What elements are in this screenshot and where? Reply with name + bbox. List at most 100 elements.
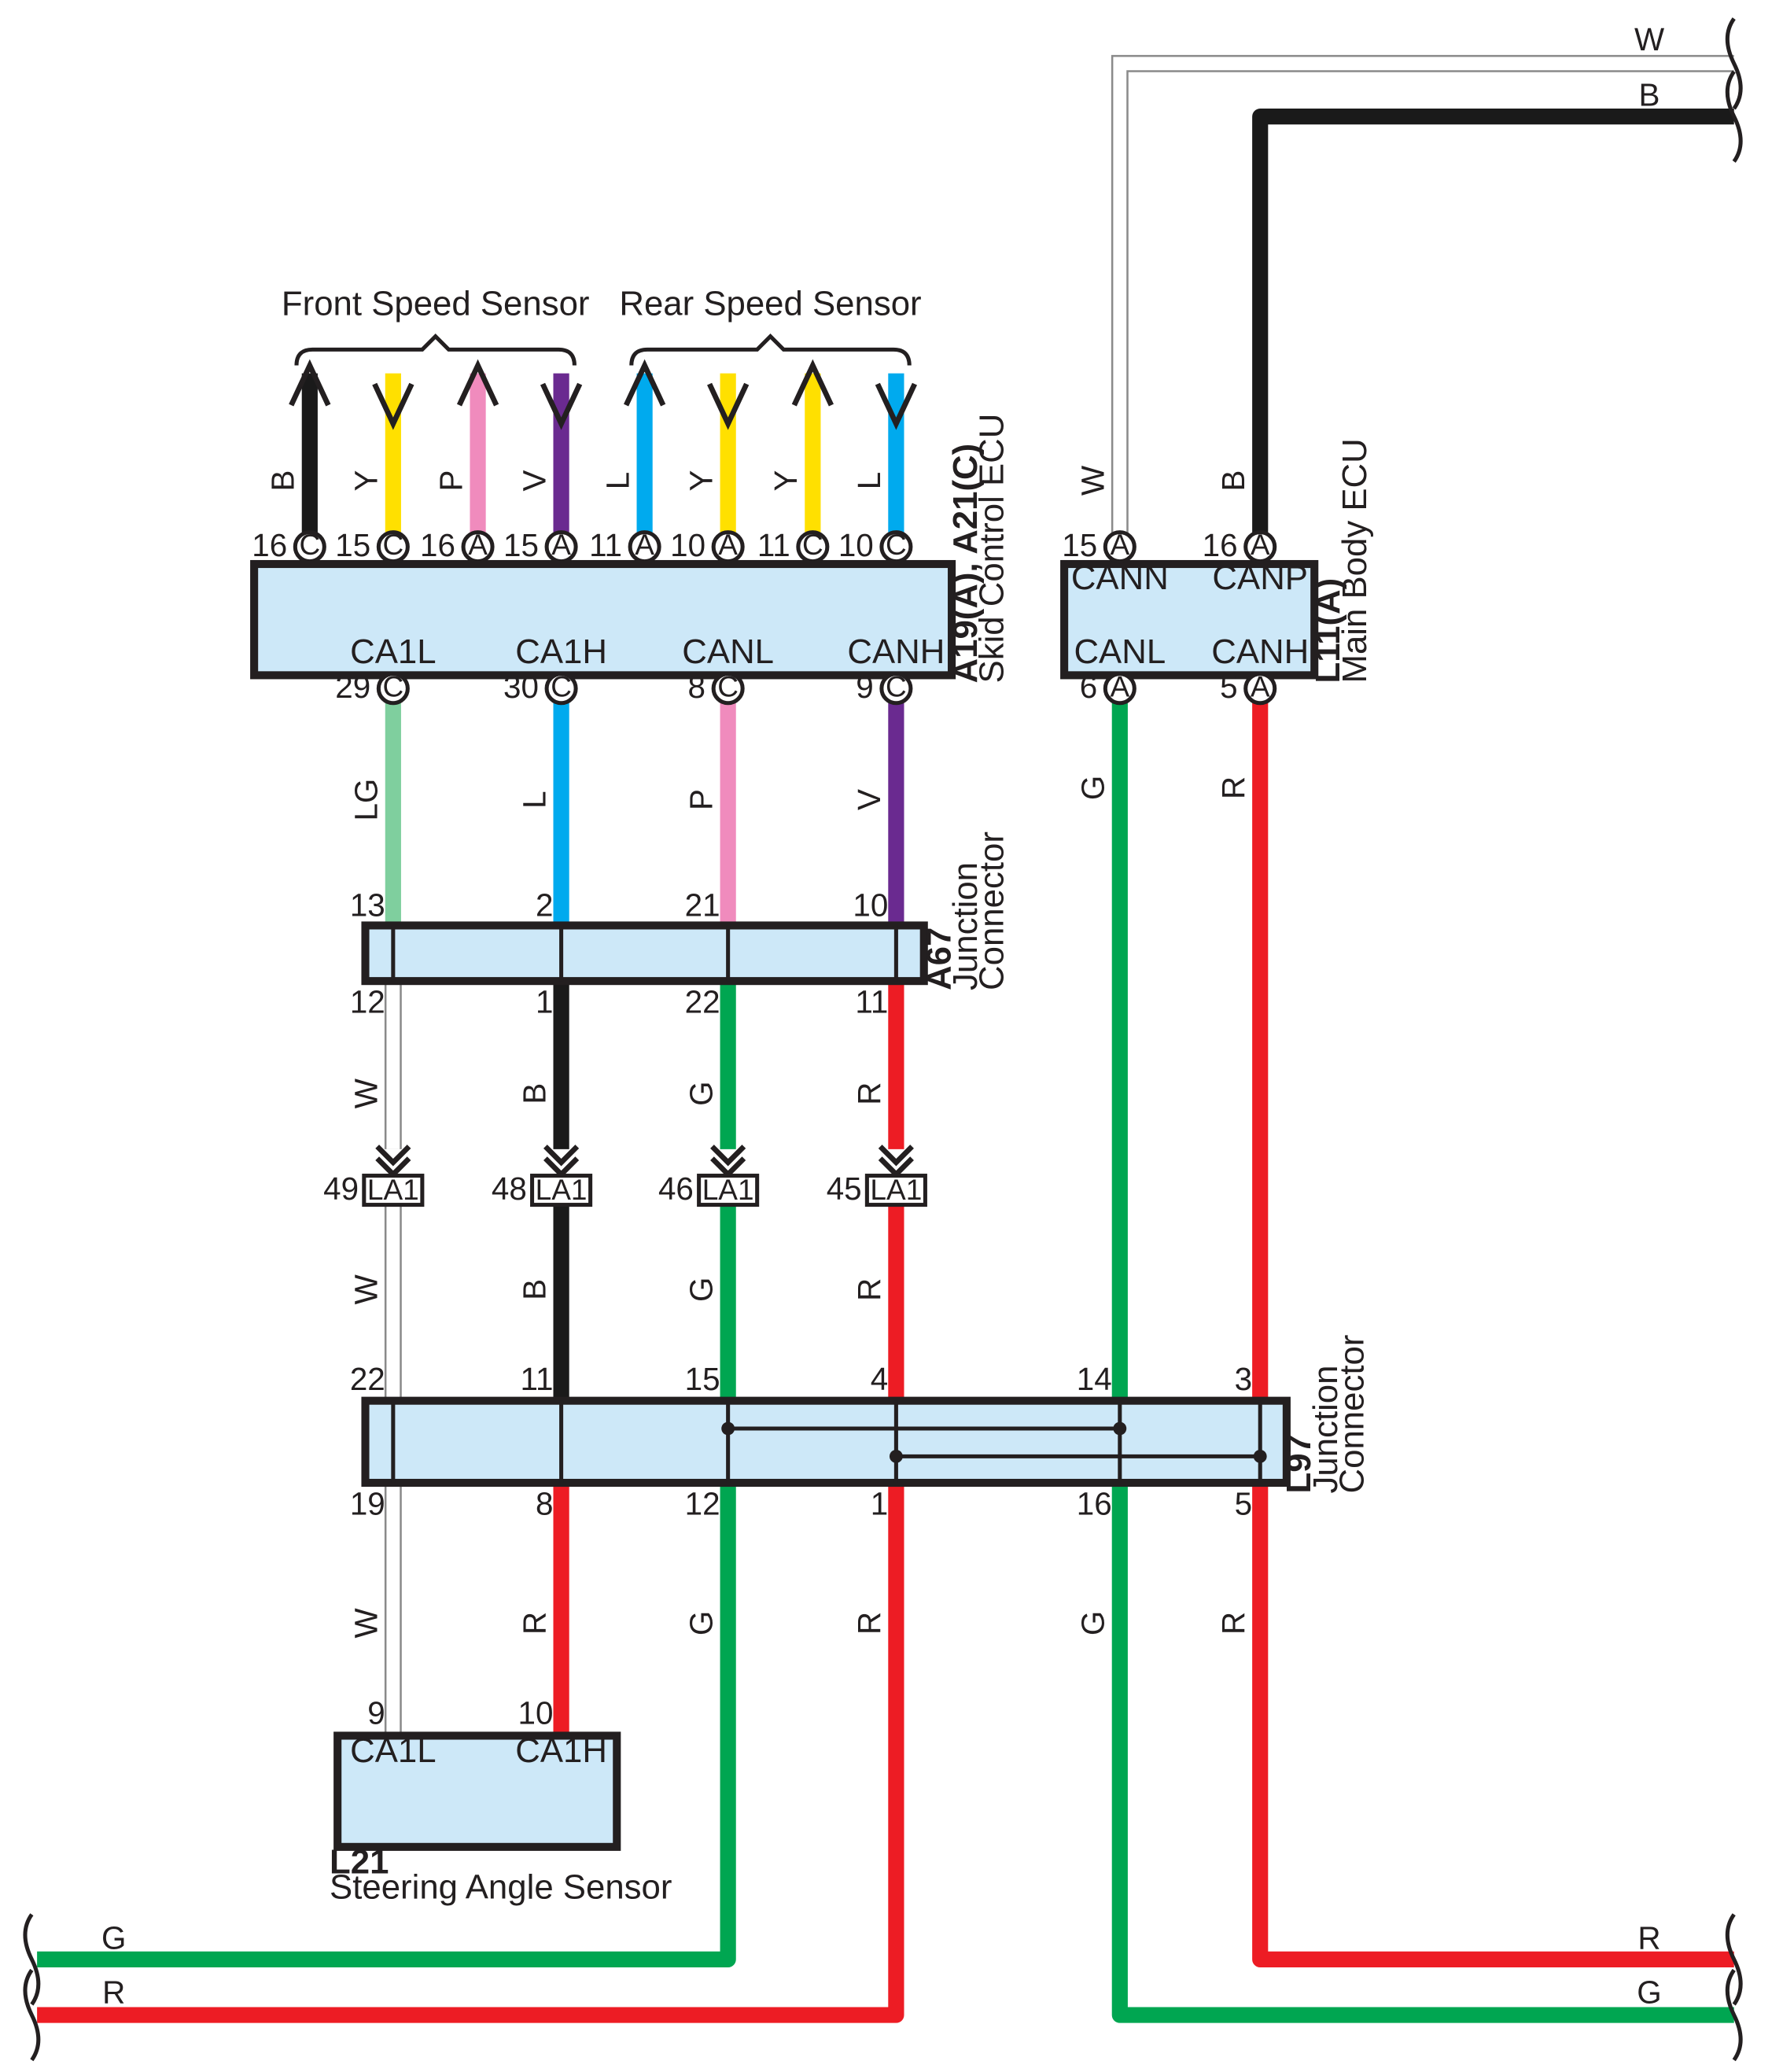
la1-pin-45: 45 xyxy=(827,1171,862,1207)
front-speed-sensor-label: Front Speed Sensor xyxy=(282,285,590,323)
la1-connector-45 xyxy=(864,1174,927,1207)
l21-code: L21 xyxy=(330,1842,389,1881)
offpage-squiggle-right-g xyxy=(1725,1968,1743,2062)
l97-out-wire-label-2: G xyxy=(683,1611,719,1635)
mbecu-top-pin-CANP-circle xyxy=(1243,530,1277,564)
l97-out-wire-label-0: W xyxy=(348,1608,385,1638)
la1-connector-46 xyxy=(697,1174,760,1207)
wire-label-RL−: Y xyxy=(683,470,719,491)
skid-top-pin-number-FL−: 15 xyxy=(335,527,370,563)
wire-label-FR+: P xyxy=(433,470,469,492)
a67-name-line1: Junction xyxy=(946,862,985,990)
offpage-label-left-r: R xyxy=(102,1974,125,2010)
mbecu-top-pin-CANN-circle xyxy=(1103,530,1136,564)
mbecu-canl-wire-w-outline xyxy=(1111,54,1734,534)
skid-bottom-pin-number-CA1H: 30 xyxy=(503,669,539,705)
mbecu-bottom-pin-number-CANL: 6 xyxy=(1080,669,1097,705)
l97-out-wire-16 xyxy=(1111,1485,1734,2023)
l21-steering-angle-sensor-box xyxy=(333,1731,621,1851)
skid-top-pin-RR−-letter: C xyxy=(886,528,907,561)
skid-control-ecu-name: Skid Control ECU xyxy=(973,414,1011,684)
arrow-down-FL− xyxy=(372,382,414,430)
a67-out-wire-label-2: G xyxy=(683,1082,719,1106)
arrow-down-RL− xyxy=(707,382,750,430)
main-body-ecu-name: Main Body ECU xyxy=(1335,438,1374,683)
offpage-label-top-b: B xyxy=(1639,77,1660,113)
mbecu-wire-label-w: W xyxy=(1075,466,1111,496)
mbecu-canp-wire-b xyxy=(1252,109,1734,534)
skid-bottom-pin-number-CANH: 9 xyxy=(856,669,873,705)
mbecu-bottom-term-CANL: CANL xyxy=(1074,632,1166,671)
skid-top-pin-FR−-letter: A xyxy=(551,528,571,561)
skid-bottom-term-CANL: CANL xyxy=(682,632,774,671)
skid-bottom-pin-number-CA1L: 29 xyxy=(335,669,370,705)
skid-can-wire-label-CANL: P xyxy=(683,789,719,810)
l97-in-pin-22: 22 xyxy=(350,1361,385,1397)
la1-chevron-1-a xyxy=(543,1145,580,1167)
offpage-label-top-w: W xyxy=(1634,21,1664,57)
mbecu-bottom-term-CANH: CANH xyxy=(1211,632,1309,671)
mbecu-bottom-pin-CANL-letter: A xyxy=(1110,669,1129,702)
l21-pin-9: 9 xyxy=(367,1694,385,1731)
rear-speed-sensor-label: Rear Speed Sensor xyxy=(619,285,921,323)
l97-in-pin-11: 11 xyxy=(521,1361,554,1397)
skid-top-pin-RL−-letter: A xyxy=(718,528,738,561)
mbecu-wire-label-b: B xyxy=(1215,470,1251,492)
skid-bottom-pin-CA1H-letter: C xyxy=(551,669,572,702)
arrow-up-RR+ xyxy=(791,359,834,407)
mbecu-top-pin-number-CANN: 15 xyxy=(1062,527,1097,563)
la1-code-45: LA1 xyxy=(870,1173,922,1206)
la1-chevron-2-a xyxy=(710,1145,746,1167)
l97-out-wire-label-5: R xyxy=(1215,1612,1251,1635)
rear-speed-sensor-brace xyxy=(629,333,912,366)
la1-chevron-0-a xyxy=(375,1145,411,1167)
arrow-up-RL+ xyxy=(624,359,666,407)
skid-top-pin-number-RR+: 11 xyxy=(757,527,790,563)
l97-in-pin-15: 15 xyxy=(685,1361,720,1397)
la1-out-wire-label-1: B xyxy=(516,1279,552,1300)
skid-bottom-pin-CA1L-letter: C xyxy=(382,669,403,702)
mbecu-top-pin-CANN-letter: A xyxy=(1110,528,1129,561)
a67-out-pin-22: 22 xyxy=(685,984,720,1020)
l97-out-pin-16: 16 xyxy=(1077,1485,1112,1521)
mbecu-term-CANP: CANP xyxy=(1212,559,1308,597)
skid-top-pin-FL+-letter: C xyxy=(299,528,320,561)
l97-splice-dot-3 xyxy=(1253,1449,1267,1463)
a67-out-pin-11: 11 xyxy=(855,984,888,1020)
skid-bottom-term-CA1H: CA1H xyxy=(515,632,607,671)
a67-in-pin-2: 2 xyxy=(536,887,553,924)
offpage-label-left-g: G xyxy=(101,1919,126,1956)
a67-junction-box xyxy=(361,921,928,986)
main-body-ecu-code: L11(A) xyxy=(1309,578,1347,684)
skid-top-pin-number-FR−: 15 xyxy=(503,527,539,563)
l21-name: Steering Angle Sensor xyxy=(330,1867,672,1906)
l97-name-line2: Connector xyxy=(1332,1335,1371,1494)
skid-can-wire-label-CANH: V xyxy=(851,789,887,810)
skid-control-ecu-box xyxy=(250,559,956,680)
skid-bottom-pin-CANH-letter: C xyxy=(886,669,907,702)
a67-name-line2: Connector xyxy=(973,831,1011,990)
mbecu-bottom-pin-CANH-letter: A xyxy=(1251,669,1270,702)
a67-code: A67 xyxy=(919,927,958,990)
l97-in-pin-14: 14 xyxy=(1077,1361,1112,1397)
la1-out-wire-label-3: R xyxy=(851,1278,887,1301)
a67-in-pin-21: 21 xyxy=(685,887,720,924)
a67-out-wire-label-0: W xyxy=(348,1078,385,1108)
mbecu-bottom-pin-CANL-circle xyxy=(1103,672,1136,706)
l97-code: L97 xyxy=(1280,1434,1318,1493)
l97-out-pin-5: 5 xyxy=(1235,1485,1252,1521)
skid-top-pin-number-FR+: 16 xyxy=(420,527,455,563)
skid-top-pin-number-FL+: 16 xyxy=(252,527,287,563)
wire-label-FL−: Y xyxy=(348,470,385,491)
skid-top-pin-RL+-letter: A xyxy=(635,528,654,561)
l97-out-pin-19: 19 xyxy=(350,1485,385,1521)
l97-out-wire-label-1: R xyxy=(516,1612,552,1635)
arrow-up-FL+ xyxy=(289,359,331,407)
arrow-up-FR+ xyxy=(456,359,499,407)
mbecu-canl-wire-w xyxy=(1113,57,1734,534)
l97-out-wire-12 xyxy=(37,1485,736,1967)
la1-pin-46: 46 xyxy=(658,1171,694,1207)
a67-in-pin-13: 13 xyxy=(350,887,385,924)
